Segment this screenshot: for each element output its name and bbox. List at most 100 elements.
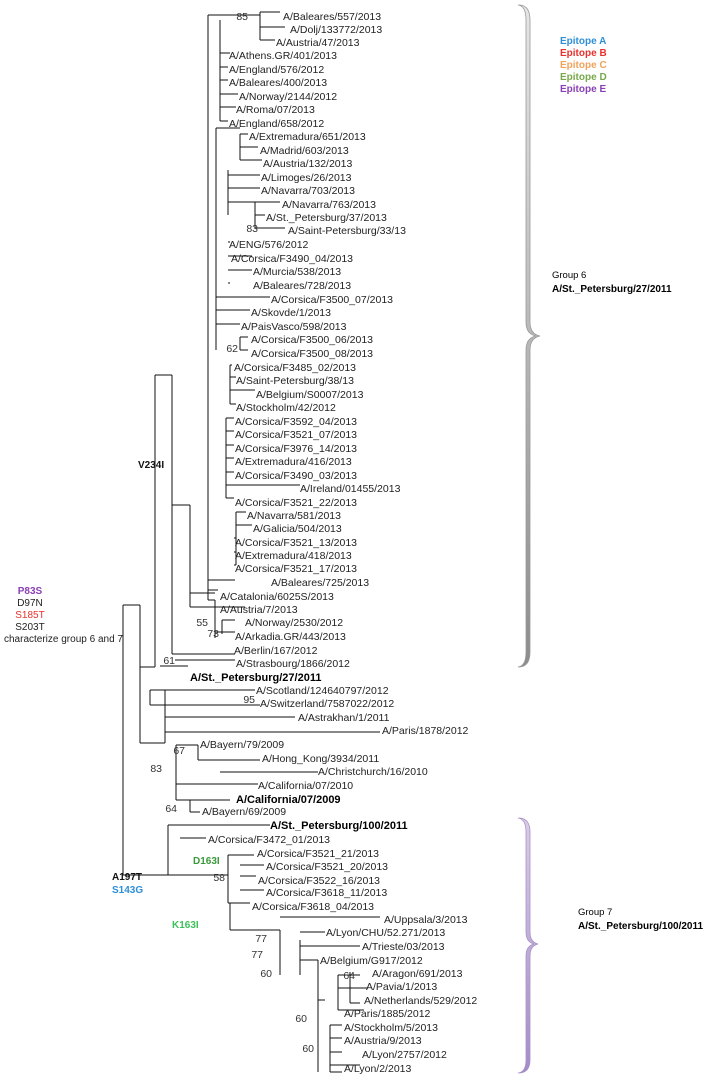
leaf-label: A/Bayern/69/2009 [202,806,286,818]
leaf-label: A/St._Petersburg/100/2011 [270,820,408,832]
leaf-label: A/Corsica/F3472_01/2013 [208,834,330,846]
bootstrap-value: 64 [165,803,177,815]
leaf-label: A/Corsica/F3521_21/2013 [257,848,379,860]
leaf-label: A/Corsica/F3500_07/2013 [271,294,393,306]
leaf-label: A/Corsica/F3521_20/2013 [266,861,388,873]
leaf-label: A/Astrakhan/1/2011 [298,712,390,724]
bootstrap-value: 77 [251,949,263,961]
leaf-label: A/Arkadia.GR/443/2013 [235,631,346,643]
mutation-k163i: K163I [172,920,199,931]
leaf-label: A/Stockholm/5/2013 [344,1022,438,1034]
leaf-label: A/Switzerland/7587022/2012 [260,698,394,710]
leaf-label: A/Navarra/763/2013 [282,199,376,211]
leaf-label: A/Corsica/F3521_13/2013 [235,537,357,549]
leaf-label: A/Netherlands/529/2012 [364,995,477,1007]
group6-reference: A/St._Petersburg/27/2011 [552,284,672,295]
bootstrap-value: 95 [243,694,255,706]
bootstrap-value: 67 [173,745,185,757]
leaf-label: A/Baleares/400/2013 [229,77,327,89]
leaf-label: A/Austria/47/2013 [276,37,360,49]
mutation-v234i: V234I [138,460,164,471]
leaf-label: A/Corsica/F3618_04/2013 [252,901,374,913]
bootstrap-value: 61 [163,655,175,667]
leaf-label: A/Belgium/S0007/2013 [256,389,364,401]
bootstrap-value: 85 [236,11,248,23]
leaf-label: A/Baleares/725/2013 [271,577,369,589]
bootstrap-value: 83 [150,763,162,775]
leaf-label: A/Baleares/728/2013 [253,280,351,292]
bootstrap-value: 64 [343,970,355,982]
leaf-label: A/Strasbourg/1866/2012 [236,658,350,670]
legend-epitope-e: Epitope E [560,84,606,95]
leaf-label: A/Norway/2144/2012 [239,91,337,103]
bootstrap-value: 58 [213,872,225,884]
leaf-label: A/California/07/2010 [258,780,353,792]
leaf-label: A/Madrid/603/2013 [260,145,349,157]
leaf-label: A/St._Petersburg/37/2013 [266,212,387,224]
leaf-label: A/Aragon/691/2013 [372,968,463,980]
group6-bracket [517,4,541,668]
leaf-label: A/Baleares/557/2013 [283,11,381,23]
leaf-label: A/Norway/2530/2012 [245,617,343,629]
leaf-label: A/Lyon/2/2013 [344,1063,411,1075]
mutation-d97n: D97N [17,598,43,609]
leaf-label: A/Corsica/F3976_14/2013 [235,443,357,455]
leaf-label: A/California/07/2009 [236,794,341,806]
leaf-label: A/ENG/576/2012 [229,239,309,251]
group7-bracket [517,817,539,1074]
leaf-label: A/Saint-Petersburg/38/13 [236,375,354,387]
group7-reference: A/St._Petersburg/100/2011 [578,921,704,932]
leaf-label: A/Corsica/F3490_04/2013 [231,253,353,265]
bootstrap-value: 60 [302,1043,314,1055]
leaf-label: A/Christchurch/16/2010 [318,766,428,778]
leaf-label: A/Lyon/2757/2012 [362,1049,447,1061]
leaf-label: A/England/576/2012 [229,64,324,76]
leaf-label: A/Extremadura/418/2013 [235,550,352,562]
mutation-s143g: S143G [112,885,143,896]
bootstrap-value: 60 [295,1013,307,1025]
leaf-label: A/Corsica/F3490_03/2013 [235,470,357,482]
leaf-label: A/Corsica/F3485_02/2013 [234,362,356,374]
group7-label: Group 7 [578,907,612,918]
leaf-label: A/Corsica/F3500_08/2013 [251,348,373,360]
leaf-label: A/Paris/1878/2012 [382,725,469,737]
leaf-label: A/Austria/7/2013 [220,604,298,616]
leaf-label: A/Extremadura/416/2013 [235,456,352,468]
tree-branches [122,11,380,1073]
group6-label: Group 6 [552,270,586,281]
mutation-s203t: S203T [15,622,44,633]
mutation-note: characterize group 6 and 7 [4,634,123,645]
leaf-label: A/Uppsala/3/2013 [384,914,468,926]
leaf-label: A/Roma/07/2013 [236,104,315,116]
mutation-d163i: D163I [193,856,220,867]
leaf-label: A/Corsica/F3592_04/2013 [235,416,357,428]
bootstrap-value: 83 [246,223,258,235]
leaf-label: A/Austria/9/2013 [344,1035,422,1047]
leaf-label: A/Scotland/124640797/2012 [256,685,389,697]
leaf-label: A/Corsica/F3522_16/2013 [258,875,380,887]
leaf-label: A/Belgium/G917/2012 [320,955,423,967]
leaf-label: A/Corsica/F3521_22/2013 [235,497,357,509]
leaf-label: A/Corsica/F3500_06/2013 [251,334,373,346]
leaf-label: A/Paris/1885/2012 [344,1008,431,1020]
leaf-label: A/Berlin/167/2012 [234,645,318,657]
legend-epitope-c: Epitope C [560,60,607,71]
leaf-label: A/Pavia/1/2013 [366,981,437,993]
leaf-label: A/Extremadura/651/2013 [249,131,366,143]
legend-epitope-d: Epitope D [560,72,607,83]
leaf-label: A/Corsica/F3618_11/2013 [266,887,387,899]
leaf-label: A/Catalonia/6025S/2013 [220,591,334,603]
mutation-p83s: P83S [18,586,43,597]
leaf-label: A/Navarra/703/2013 [261,185,355,197]
leaf-label: A/Bayern/79/2009 [200,739,284,751]
leaf-label: A/Corsica/F3521_07/2013 [235,429,357,441]
mutation-s185t: S185T [15,610,44,621]
epitope-legend: Epitope A Epitope B Epitope C Epitope D … [560,36,607,95]
leaf-labels: A/Baleares/557/2013A/Dolj/133772/2013A/A… [190,11,477,1075]
leaf-label: A/Dolj/133772/2013 [290,24,382,36]
leaf-label: A/Limoges/26/2013 [261,172,352,184]
bootstrap-value: 62 [226,343,238,355]
leaf-label: A/PaisVasco/598/2013 [241,321,347,333]
